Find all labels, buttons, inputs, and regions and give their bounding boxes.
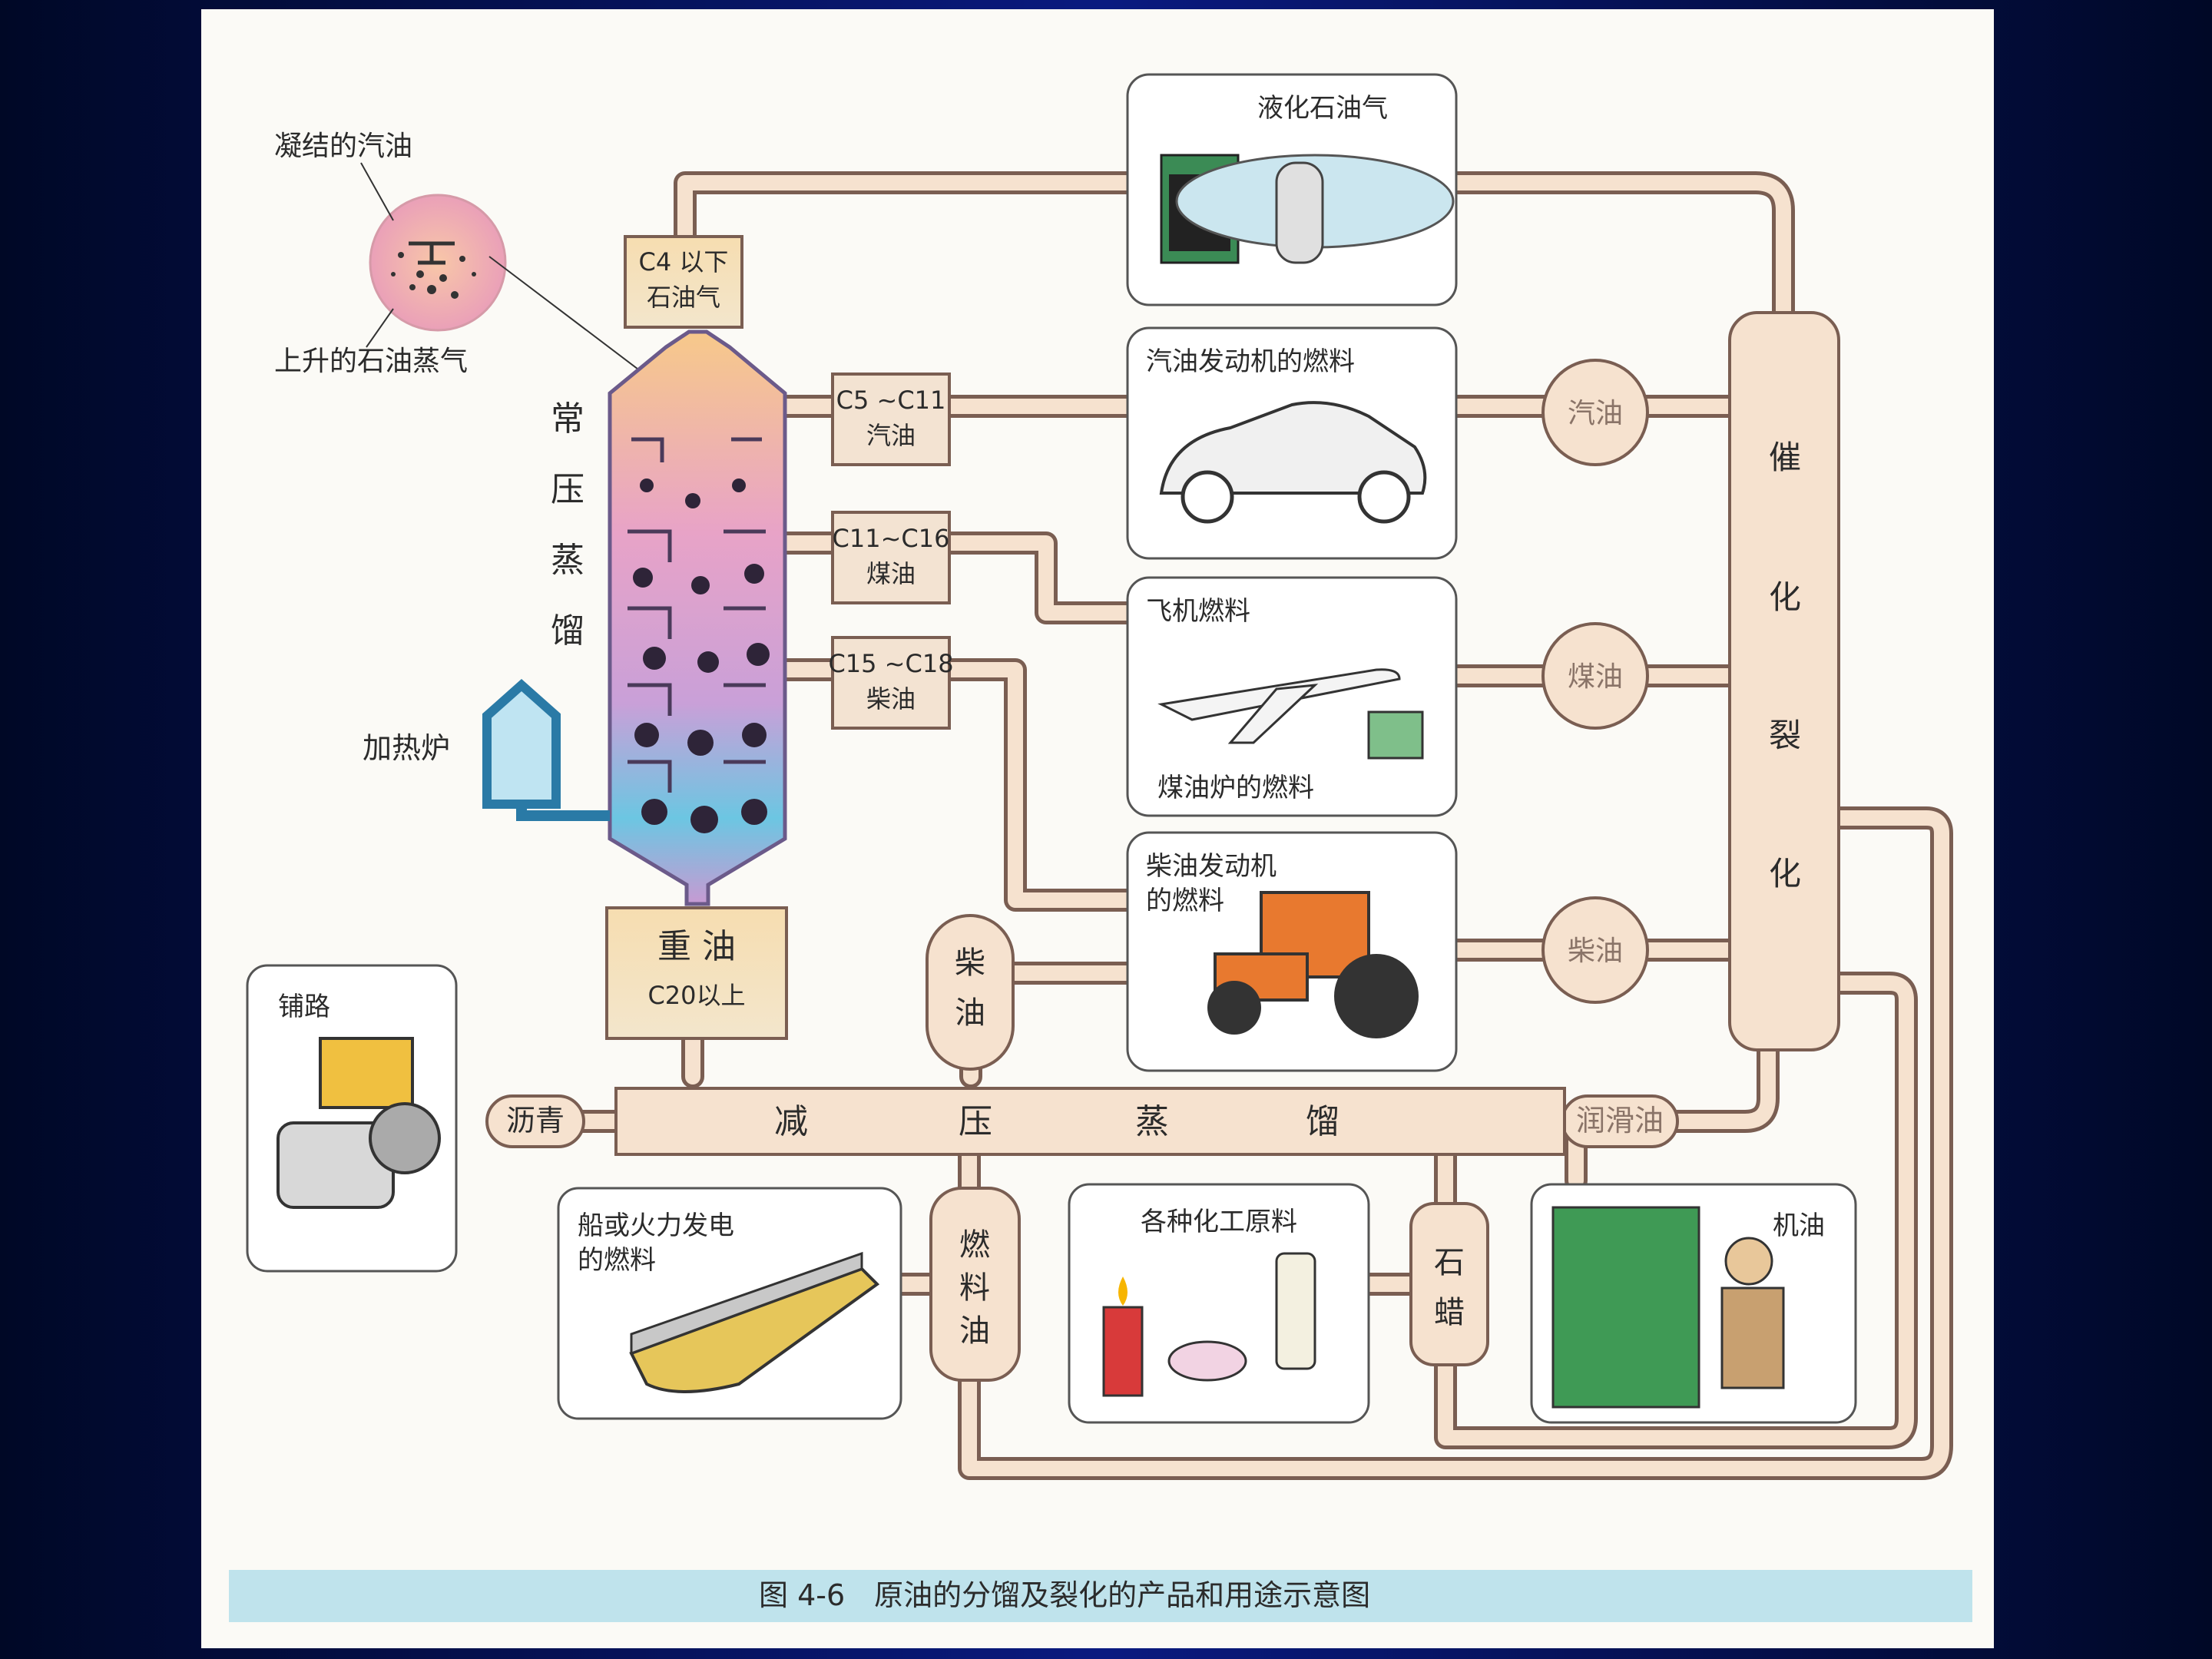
column-title-char: 蒸 [551, 541, 584, 580]
distillation-diagram: 凝结的汽油 上升的石油蒸气 常 压 蒸 馏 加热炉 [229, 73, 1972, 1622]
vacuum-char: 馏 [1306, 1102, 1339, 1141]
bottle-icon [1275, 1252, 1316, 1370]
fraction-gasoline: C5 ~C11 汽油 [831, 373, 951, 466]
vacuum-output-fuel-char: 燃 [959, 1227, 990, 1263]
product-chemical-materials: 各种化工原料 [1068, 1183, 1370, 1424]
fraction-gasoline-range: C5 ~C11 [836, 386, 946, 415]
candle-icon [1102, 1306, 1144, 1397]
cracking-char: 催 [1769, 439, 1801, 476]
product-aircraft-fuel: 飞机燃料 煤油炉的燃料 [1126, 576, 1458, 817]
column-title-char: 压 [551, 470, 584, 509]
heating-furnace: 加热炉 [363, 678, 610, 821]
fraction-diesel-range: C15 ~C18 [828, 649, 953, 678]
product-aircraft-label: 飞机燃料 [1146, 596, 1250, 627]
product-diesel-engine: 柴油发动机 的燃料 [1126, 831, 1458, 1072]
car-icon [1159, 401, 1427, 495]
inset-label-condensed-gasoline: 凝结的汽油 [274, 131, 412, 162]
product-gasoline-engine-label: 汽油发动机的燃料 [1146, 346, 1355, 377]
cracking-output-kerosene-label: 煤油 [1568, 661, 1623, 693]
cracking-output-gasoline-label: 汽油 [1568, 398, 1623, 429]
cracking-output-kerosene: 煤油 [1541, 622, 1649, 730]
tanker-ship-icon [629, 1267, 880, 1393]
vacuum-output-fuel-char: 料 [959, 1270, 990, 1306]
cracking-output-diesel-label: 柴油 [1568, 935, 1623, 967]
product-lpg: 液化石油气 [1126, 73, 1458, 306]
product-ship-power-fuel: 船或火力发电 的燃料 [557, 1187, 902, 1420]
fraction-heavy-oil: 重 油 C20以上 [605, 906, 788, 1040]
product-diesel-engine-label-2: 的燃料 [1146, 886, 1224, 916]
vacuum-output-fuel-oil: 燃 料 油 [929, 1187, 1021, 1382]
column-title: 常 压 蒸 馏 [551, 399, 584, 651]
column-title-char: 常 [551, 399, 584, 439]
product-gasoline-engine: 汽油发动机的燃料 [1126, 326, 1458, 560]
vacuum-output-diesel-char: 油 [955, 995, 985, 1031]
fraction-heavy-oil-name: 重 油 [657, 927, 736, 966]
vacuum-output-asphalt: 沥青 [485, 1094, 585, 1148]
fraction-heavy-oil-range: C20以上 [647, 981, 745, 1010]
kerosene-stove-icon [1367, 710, 1424, 760]
fraction-gasoline-name: 汽油 [866, 421, 916, 450]
cracking-output-lube-label: 润滑油 [1576, 1104, 1664, 1137]
fraction-diesel: C15 ~C18 柴油 [828, 636, 954, 730]
machine-icon [1551, 1206, 1700, 1409]
catalytic-cracking-tower: 催 化 裂 化 [1728, 311, 1840, 1051]
inset-label-rising-vapor: 上升的石油蒸气 [274, 346, 468, 377]
product-engine-oil: 机油 [1530, 1183, 1857, 1424]
vacuum-output-fuel-char: 油 [959, 1313, 990, 1349]
product-kerosene-stove-label: 煤油炉的燃料 [1157, 773, 1314, 803]
fraction-kerosene: C11~C16 煤油 [831, 511, 951, 604]
column-title-char: 馏 [551, 611, 584, 651]
product-road-label: 铺路 [278, 992, 330, 1022]
furnace-label: 加热炉 [363, 731, 450, 765]
vapor-inset: 凝结的汽油 上升的石油蒸气 [274, 131, 671, 394]
figure-caption-text: 图 4-6 原油的分馏及裂化的产品和用途示意图 [759, 1578, 1370, 1612]
cosmetics-icon [1167, 1340, 1247, 1382]
cracking-char: 化 [1769, 578, 1801, 616]
cracking-output-diesel: 柴油 [1541, 896, 1649, 1004]
vacuum-output-diesel-char: 柴 [955, 945, 985, 981]
cracking-char: 裂 [1769, 717, 1801, 754]
fraction-c4-name: 石油气 [647, 283, 720, 312]
vacuum-char: 压 [959, 1102, 992, 1141]
vacuum-output-diesel: 柴 油 [926, 914, 1015, 1071]
figure-caption: 图 4-6 原油的分馏及裂化的产品和用途示意图 [229, 1570, 1972, 1622]
product-ship-label-2: 的燃料 [578, 1245, 656, 1276]
product-lpg-label: 液化石油气 [1257, 93, 1388, 124]
textbook-figure-panel: 凝结的汽油 上升的石油蒸气 常 压 蒸 馏 加热炉 [201, 9, 1994, 1648]
mechanic-icon [1724, 1237, 1773, 1286]
vacuum-output-paraffin: 石 蜡 [1409, 1202, 1489, 1366]
fraction-diesel-name: 柴油 [866, 684, 916, 714]
vacuum-char: 减 [774, 1102, 808, 1141]
vacuum-output-paraffin-char: 石 [1434, 1245, 1465, 1280]
vacuum-output-paraffin-char: 蜡 [1434, 1295, 1465, 1330]
cracking-char: 化 [1769, 855, 1801, 892]
atmospheric-distillation-column: 常 压 蒸 馏 [551, 329, 787, 906]
fraction-kerosene-name: 煤油 [866, 559, 916, 588]
product-chemical-label: 各种化工原料 [1141, 1207, 1297, 1237]
fraction-c4-range: C4 以下 [639, 247, 729, 276]
vacuum-char: 蒸 [1135, 1102, 1169, 1141]
cracking-output-lube-oil: 润滑油 [1561, 1094, 1679, 1148]
product-road-paving: 铺路 [246, 964, 458, 1273]
product-engine-oil-label: 机油 [1773, 1210, 1825, 1241]
cracking-output-gasoline: 汽油 [1541, 359, 1649, 466]
product-diesel-engine-label-1: 柴油发动机 [1146, 851, 1277, 882]
product-ship-label-1: 船或火力发电 [578, 1210, 734, 1241]
vacuum-output-asphalt-label: 沥青 [506, 1104, 565, 1137]
fraction-c4: C4 以下 石油气 [624, 235, 743, 329]
vacuum-distillation-bar: 减 压 蒸 馏 [614, 1087, 1566, 1156]
fraction-kerosene-range: C11~C16 [833, 524, 950, 553]
gas-cylinder-icon [1275, 161, 1324, 264]
